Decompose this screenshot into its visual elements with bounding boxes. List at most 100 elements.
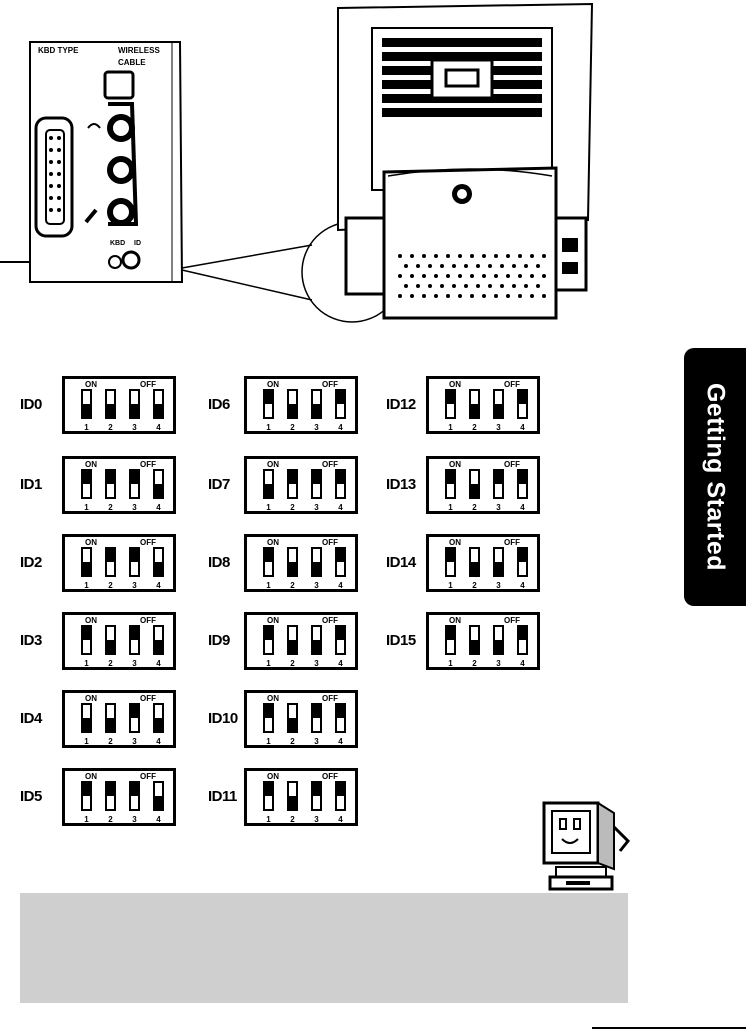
dip-switch-lever <box>311 625 322 655</box>
dip-switch-lever <box>153 781 164 811</box>
dip-switch-lever <box>469 389 480 419</box>
dip-switch-number: 3 <box>132 423 137 432</box>
dip-switch-lever <box>311 703 322 733</box>
dip-switch-number: 1 <box>266 503 271 512</box>
dip-switch-knob <box>107 404 114 417</box>
dip-switch-number: 2 <box>472 581 477 590</box>
dip-switch-knob <box>265 484 272 497</box>
dip-switch-lever <box>81 703 92 733</box>
dip-switch-lever <box>105 547 116 577</box>
dip-switch-lever <box>105 469 116 499</box>
dip-switch-number: 3 <box>314 815 319 824</box>
dip-switch-number: 1 <box>266 659 271 668</box>
id-label: ID11 <box>208 788 237 805</box>
dip-switch-lever <box>129 703 140 733</box>
dip-switch-knob <box>471 640 478 653</box>
dip-switch-knob <box>495 562 502 575</box>
dip-switch-knob <box>337 471 344 484</box>
dip-switch-number: 2 <box>290 423 295 432</box>
dip-off-label: OFF <box>140 694 156 703</box>
dip-switch-number: 2 <box>290 581 295 590</box>
dip-switch-knob <box>495 404 502 417</box>
dip-switch-number: 1 <box>84 581 89 590</box>
device-rear-panel-illustration: KBD TYPE WIRELESS CABLE KBD ID <box>0 2 594 323</box>
dip-switch-lever <box>81 625 92 655</box>
dip-on-label: ON <box>449 616 461 625</box>
dip-switch-number: 1 <box>266 815 271 824</box>
dip-switch-number: 1 <box>266 423 271 432</box>
dip-switch-lever <box>287 389 298 419</box>
dip-switch-number: 3 <box>314 737 319 746</box>
dip-switch-lever <box>105 625 116 655</box>
id-label: ID9 <box>208 632 230 649</box>
dip-on-label: ON <box>267 772 279 781</box>
dip-switch-number: 4 <box>338 659 343 668</box>
dip-switch-lever <box>517 389 528 419</box>
dip-switch-number: 4 <box>338 737 343 746</box>
dip-switch-number: 1 <box>266 737 271 746</box>
dip-switch-knob <box>83 562 90 575</box>
dip-switch-lever <box>493 469 504 499</box>
dip-switch-knob <box>447 391 454 404</box>
dip-switch-number: 4 <box>338 423 343 432</box>
dip-switch-number: 3 <box>496 423 501 432</box>
dip-switch-knob <box>155 484 162 497</box>
dip-switch-number: 2 <box>108 503 113 512</box>
dip-switch-knob <box>289 796 296 809</box>
dip-off-label: OFF <box>504 616 520 625</box>
dip-switch-lever <box>445 469 456 499</box>
dip-off-label: OFF <box>322 694 338 703</box>
dip-switch-number: 2 <box>108 423 113 432</box>
dip-switch-knob <box>519 627 526 640</box>
dip-switch-lever <box>335 703 346 733</box>
dip-switch-lever <box>311 389 322 419</box>
section-tab: Getting Started <box>684 348 746 606</box>
dip-switch-number: 1 <box>448 581 453 590</box>
dip-switch-knob <box>131 627 138 640</box>
dip-switch-knob <box>447 471 454 484</box>
dip-off-label: OFF <box>322 380 338 389</box>
id-label: ID13 <box>386 476 416 493</box>
dip-switch-knob <box>519 549 526 562</box>
dip-switch-knob <box>83 783 90 796</box>
dip-off-label: OFF <box>322 772 338 781</box>
dip-switch-number: 4 <box>338 815 343 824</box>
dip-switch-lever <box>129 781 140 811</box>
dip-switch-number: 4 <box>520 659 525 668</box>
dip-switch-lever <box>493 547 504 577</box>
dip-switch-number: 2 <box>108 659 113 668</box>
dip-switch-number: 3 <box>132 581 137 590</box>
dip-switch-lever <box>517 625 528 655</box>
kbd-type-label: KBD TYPE <box>38 46 79 55</box>
id-label: ID1 <box>20 476 42 493</box>
dip-switch-number: 2 <box>108 737 113 746</box>
dip-switch-lever <box>335 625 346 655</box>
dip-switch-lever <box>445 547 456 577</box>
dip-switch-lever <box>129 469 140 499</box>
dip-switch-number: 4 <box>520 581 525 590</box>
id-label: ID12 <box>386 396 416 413</box>
dip-switch-lever <box>263 469 274 499</box>
dip-on-label: ON <box>267 538 279 547</box>
wireless-label: WIRELESS <box>118 46 160 55</box>
dip-switch-number: 2 <box>290 815 295 824</box>
dip-switch-lever <box>81 781 92 811</box>
dip-off-label: OFF <box>322 538 338 547</box>
db15-connector <box>34 116 74 238</box>
cable-label: CABLE <box>118 58 146 67</box>
dip-switch-number: 4 <box>338 581 343 590</box>
dip-switch-knob <box>337 391 344 404</box>
dip-off-label: OFF <box>140 616 156 625</box>
dip-switch-number: 2 <box>472 659 477 668</box>
dip-switch-number: 1 <box>84 737 89 746</box>
dip-switch-knob <box>155 796 162 809</box>
dip-on-label: ON <box>85 694 97 703</box>
dip-switch-lever <box>153 703 164 733</box>
